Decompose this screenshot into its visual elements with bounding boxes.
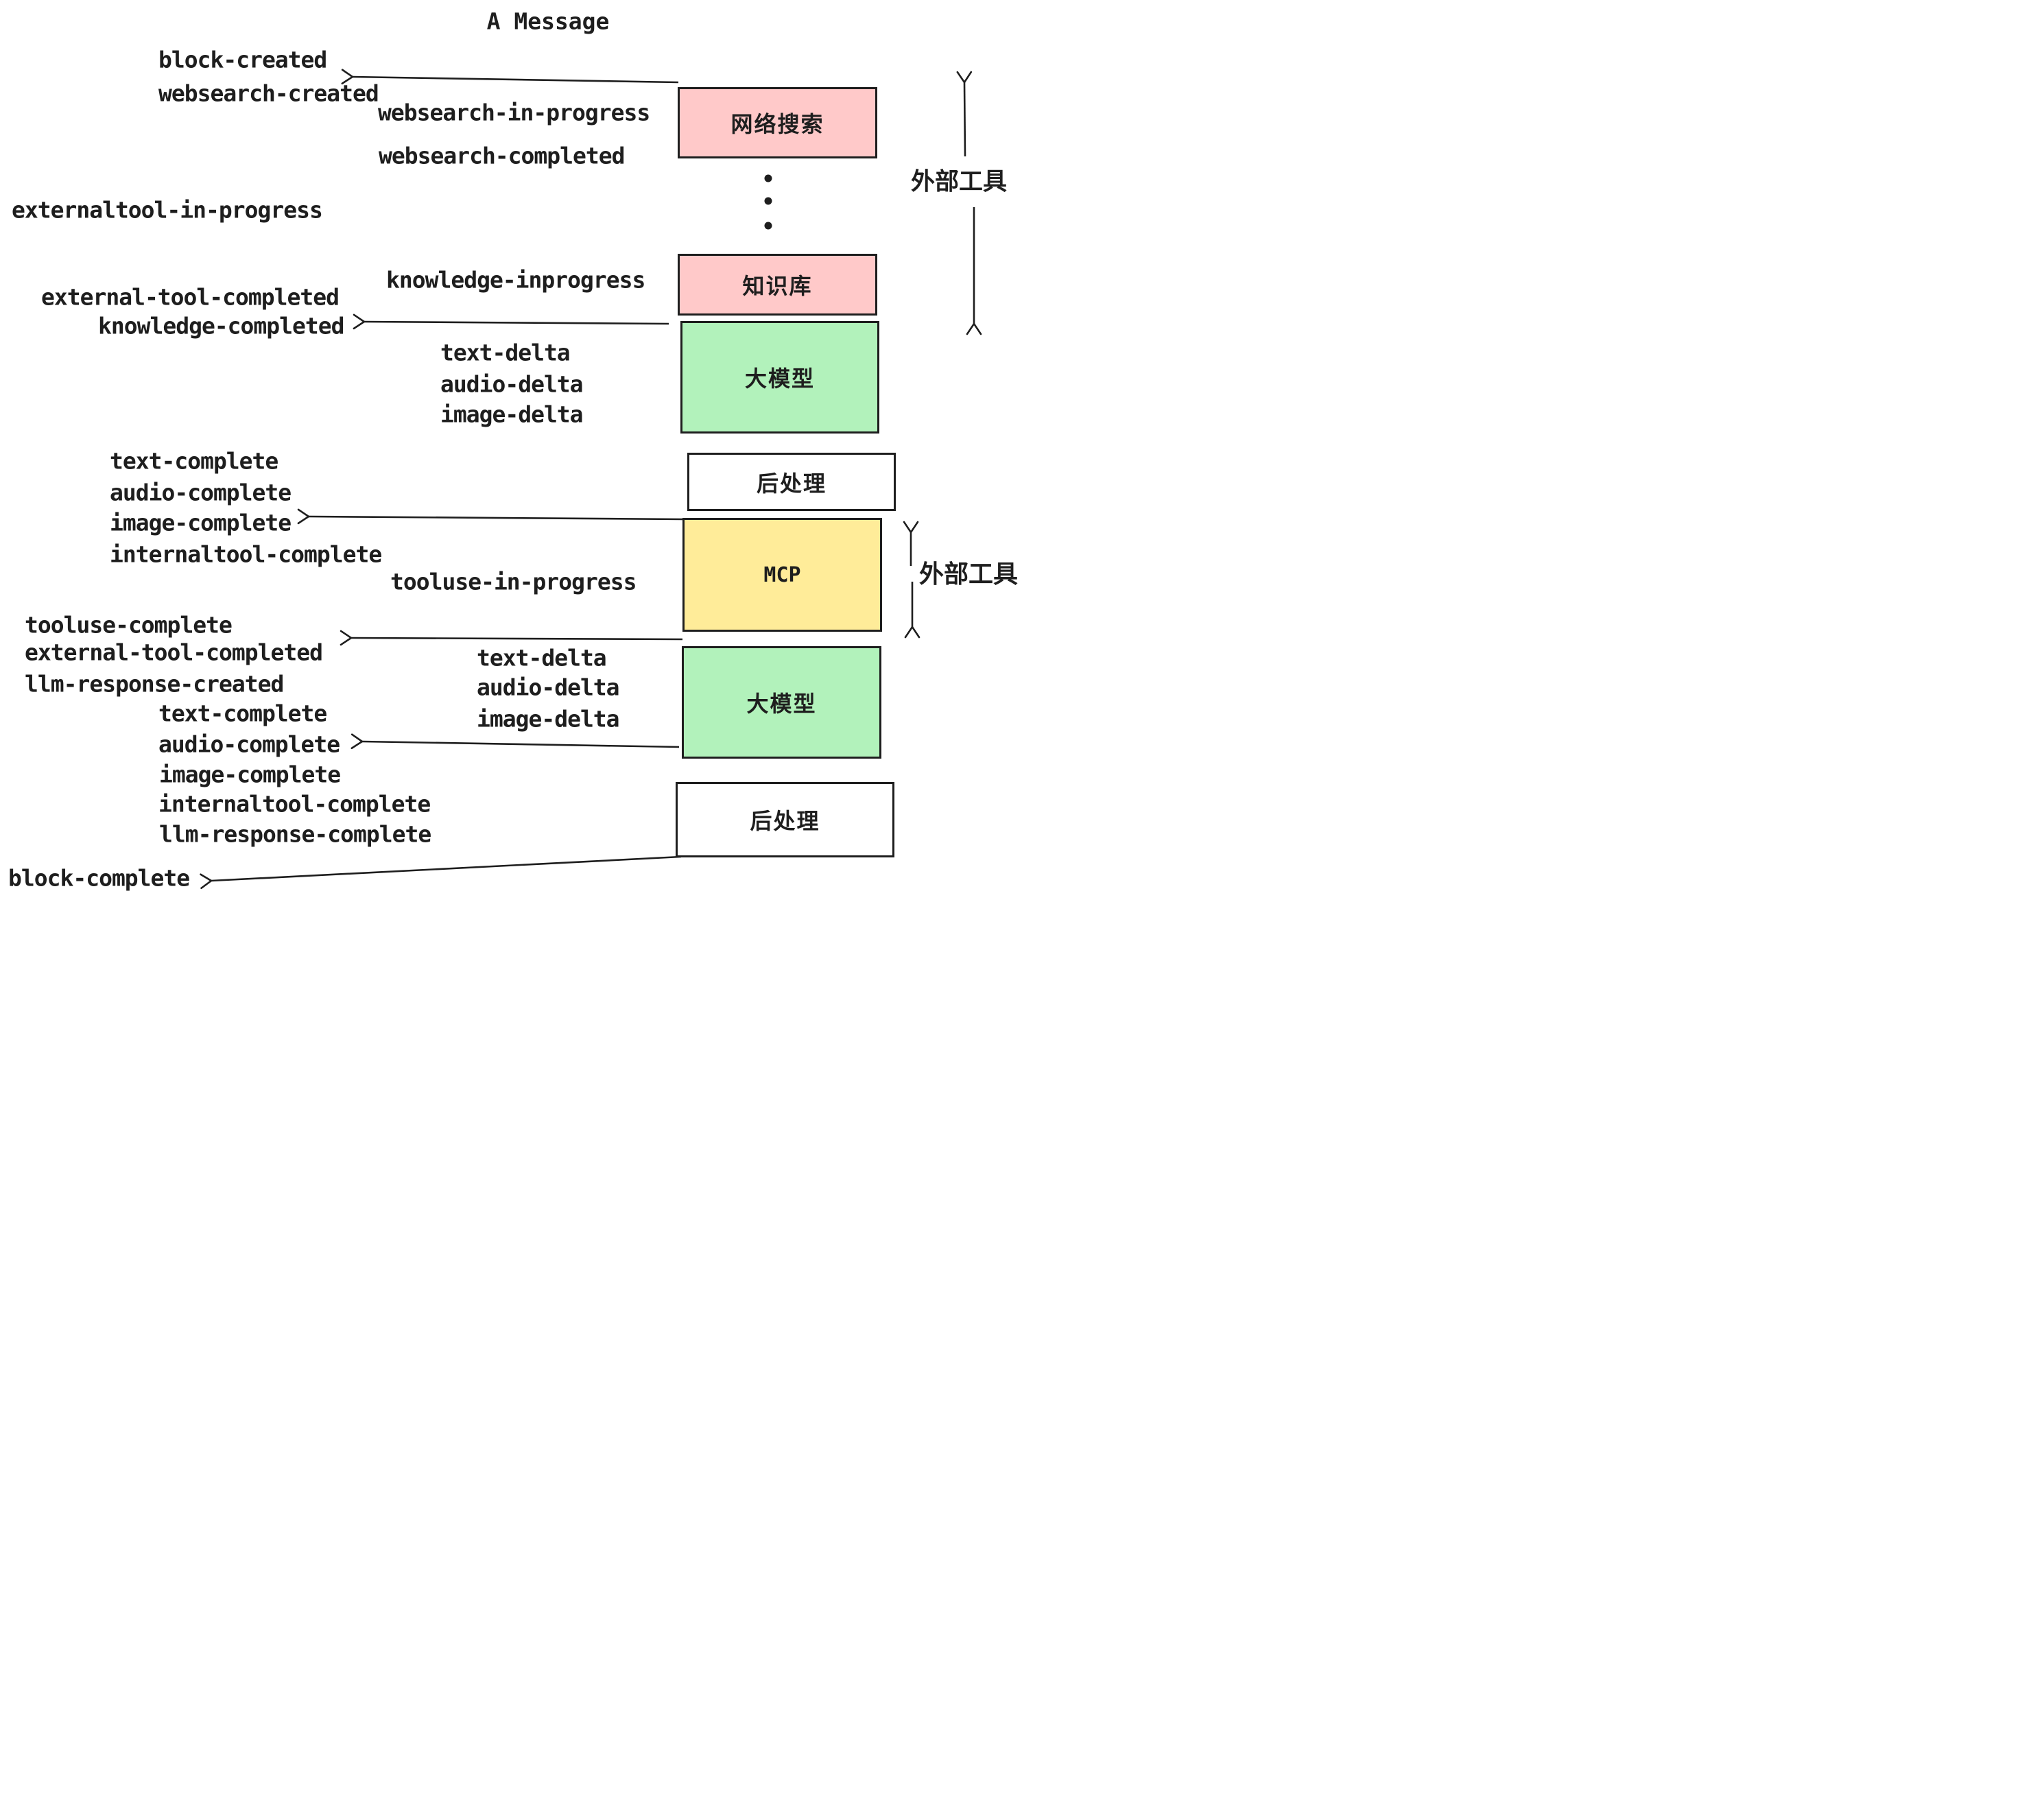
box-websearch-label: 网络搜索: [730, 111, 824, 137]
event-internaltool-complete-1: internaltool-complete: [110, 541, 382, 568]
box-llm-1-label: 大模型: [744, 366, 815, 392]
arrow-to-block-created: [353, 77, 679, 82]
box-knowledge-label: 知识库: [742, 273, 813, 299]
arrow-to-image-complete-1: [309, 517, 684, 519]
event-knowledge-inprogress: knowledge-inprogress: [386, 266, 645, 294]
diagram-canvas: A Message 网络搜索 知识库 大模型 后处理 MCP 大模型 后处理 b…: [0, 0, 1022, 902]
event-audio-complete-2: audio-complete: [158, 731, 340, 758]
event-external-tool-completed-1: external-tool-completed: [41, 283, 340, 311]
event-image-delta-1: image-delta: [440, 401, 584, 428]
event-block-created: block-created: [158, 46, 327, 73]
arrow-to-block-complete: [211, 855, 682, 881]
event-websearch-in-progress: websearch-in-progress: [378, 99, 650, 126]
event-websearch-created: websearch-created: [158, 80, 379, 107]
event-audio-delta-2: audio-delta: [477, 674, 620, 701]
box-llm-2: 大模型: [682, 646, 881, 759]
event-audio-complete-1: audio-complete: [110, 479, 292, 506]
arrow-external-tools-top-up: [964, 82, 965, 157]
box-mcp: MCP: [682, 518, 882, 632]
event-text-delta-1: text-delta: [440, 339, 571, 366]
event-image-complete-2: image-complete: [159, 761, 341, 788]
arrow-to-knowledge-completed: [364, 322, 669, 324]
event-llm-response-complete: llm-response-complete: [159, 820, 431, 848]
event-tooluse-in-progress: tooluse-in-progress: [390, 568, 637, 595]
event-tooluse-complete: tooluse-complete: [25, 611, 233, 639]
box-postprocess-2: 后处理: [676, 782, 894, 857]
event-websearch-completed: websearch-completed: [379, 142, 625, 169]
box-postprocess-1-label: 后处理: [756, 470, 827, 497]
event-image-complete-1: image-complete: [110, 509, 292, 536]
event-external-tool-completed-2: external-tool-completed: [25, 639, 323, 666]
event-llm-response-created: llm-response-created: [25, 670, 284, 698]
page-title: A Message: [486, 8, 610, 35]
box-postprocess-1: 后处理: [687, 453, 896, 511]
external-tools-label-middle: 外部工具: [919, 560, 1019, 589]
box-websearch: 网络搜索: [678, 87, 877, 158]
event-internaltool-complete-2: internaltool-complete: [158, 790, 431, 818]
box-postprocess-2-label: 后处理: [750, 808, 820, 834]
event-audio-delta-1: audio-delta: [440, 370, 584, 398]
box-llm-2-label: 大模型: [746, 691, 817, 717]
event-text-complete-1: text-complete: [110, 447, 278, 475]
external-tools-label-top: 外部工具: [911, 168, 1008, 196]
event-block-complete: block-complete: [8, 864, 190, 892]
event-text-delta-2: text-delta: [477, 644, 607, 672]
event-externaltool-in-progress: externaltool-in-progress: [12, 196, 323, 224]
box-knowledge: 知识库: [678, 254, 877, 316]
ellipsis-dots: [764, 174, 772, 230]
arrow-to-audio-complete-2: [362, 741, 680, 747]
box-llm-1: 大模型: [680, 321, 879, 434]
arrow-to-tooluse-complete: [351, 638, 683, 639]
box-mcp-label: MCP: [763, 562, 801, 587]
event-text-complete-2: text-complete: [158, 700, 327, 727]
event-knowledge-completed: knowledge-completed: [98, 312, 344, 340]
event-image-delta-2: image-delta: [477, 705, 620, 733]
